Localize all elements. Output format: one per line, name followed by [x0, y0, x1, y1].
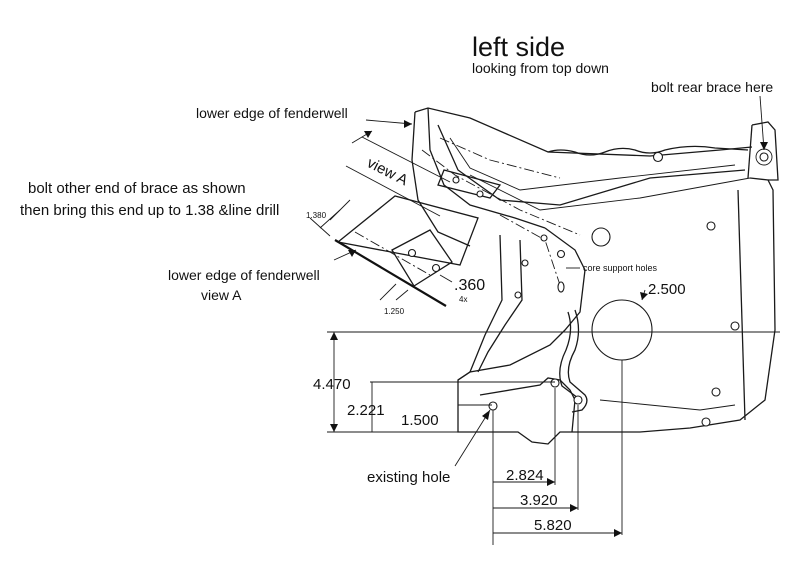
core-support-part	[411, 107, 779, 445]
label-bolt-other-end-2: then bring this end up to 1.38 &line dri…	[20, 202, 279, 219]
label-existing-hole: existing hole	[367, 469, 450, 486]
label-core-support-holes: core support holes	[583, 263, 658, 273]
part-holes	[452, 148, 773, 427]
label-bolt-other-end-1: bolt other end of brace as shown	[28, 180, 246, 197]
existing-hole-marker	[488, 401, 498, 411]
bolt-hole-rear-brace	[759, 152, 769, 162]
dimension-2500: 2.500	[648, 281, 686, 298]
label-lower-edge-view-a-2: view A	[201, 287, 242, 303]
drawing-subtitle: looking from top down	[472, 60, 609, 76]
dimension-360-qty: 4x	[459, 295, 467, 304]
core-support-hole-large	[591, 227, 611, 247]
dimension-1250: 1.250	[384, 307, 405, 316]
dimension-2824: 2.824	[506, 467, 544, 484]
drawing-title: left side	[472, 32, 565, 62]
label-lower-edge-view-a-1: lower edge of fenderwell	[168, 267, 320, 283]
large-core-support-hole	[591, 299, 653, 361]
dimension-1500: 1.500	[401, 412, 439, 429]
dimension-lines	[309, 95, 780, 545]
dimension-1380: 1.380	[306, 211, 327, 220]
label-lower-edge-fenderwell-top: lower edge of fenderwell	[196, 105, 348, 121]
dimension-360: .360	[454, 277, 485, 294]
dimension-3920: 3.920	[520, 492, 558, 509]
dimension-2221: 2.221	[347, 402, 385, 419]
label-bolt-rear-brace: bolt rear brace here	[651, 79, 773, 95]
dimension-4470: 4.470	[313, 376, 351, 393]
label-view-a-rotated: view A	[364, 154, 410, 189]
dimension-5820: 5.820	[534, 517, 572, 534]
core-support-hole-slot	[557, 281, 565, 293]
